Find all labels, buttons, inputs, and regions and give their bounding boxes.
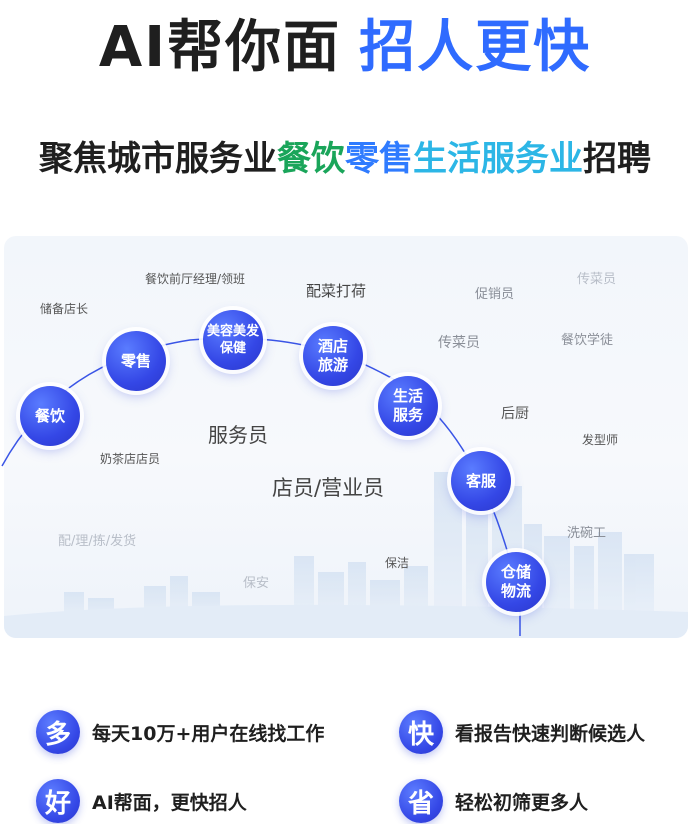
job-label: 保洁 [385,556,410,570]
subline-green: 餐饮 [277,139,345,179]
job-label: 保安 [243,576,270,591]
badge-fast-icon: 快 [399,710,443,754]
category-warehouse-logistics[interactable]: 仓储 物流 [486,552,546,612]
feature-text: 看报告快速判断候选人 [455,722,646,745]
job-label: 传菜员 [438,335,480,351]
subline-prefix: 聚焦城市服务业 [39,139,277,179]
feature-item: 省 轻松初筛更多人 [399,778,588,824]
job-label: 奶茶店店员 [100,452,161,466]
category-hotel-travel[interactable]: 酒店 旅游 [303,326,363,386]
job-label: 配/理/拣/发货 [58,534,137,549]
subline-cyan: 生活服务业 [413,139,583,179]
category-life-service[interactable]: 生活 服务 [378,376,438,436]
feature-item: 快 看报告快速判断候选人 [399,709,645,755]
job-label: 传菜员 [577,272,617,287]
job-label: 促销员 [475,287,515,302]
job-label: 餐饮前厅经理/领班 [145,272,246,286]
feature-item: 好 AI帮面，更快招人 [36,778,247,824]
headline: AI帮你面招人更快 [0,12,690,84]
job-label: 发型师 [582,433,619,447]
job-label: 洗碗工 [567,526,607,541]
job-label: 餐饮学徒 [561,333,614,348]
headline-part2: 招人更快 [359,15,592,80]
job-label: 配菜打荷 [306,282,367,300]
job-label: 后厨 [501,406,529,422]
category-beauty-salon[interactable]: 美容美发 保健 [203,310,263,370]
job-label: 服务员 [208,423,268,447]
feature-text: 每天10万+用户在线找工作 [92,722,325,745]
subline: 聚焦城市服务业餐饮零售生活服务业招聘 [0,136,690,182]
feature-text: AI帮面，更快招人 [92,791,247,814]
job-label: 店员/营业员 [272,476,385,500]
badge-many-icon: 多 [36,710,80,754]
category-customer-service[interactable]: 客服 [451,451,511,511]
feature-item: 多 每天10万+用户在线找工作 [36,709,324,755]
job-label: 储备店长 [40,302,89,316]
badge-save-icon: 省 [399,779,443,823]
category-catering[interactable]: 餐饮 [20,386,80,446]
category-retail[interactable]: 零售 [106,331,166,391]
headline-part1: AI帮你面 [98,15,342,80]
subline-blue: 零售 [345,139,413,179]
feature-text: 轻松初筛更多人 [455,791,589,814]
badge-good-icon: 好 [36,779,80,823]
subline-suffix: 招聘 [583,139,651,179]
